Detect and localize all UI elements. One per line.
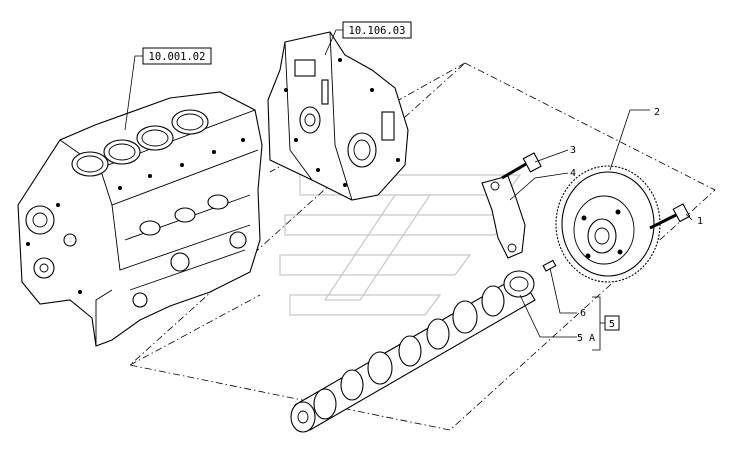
timing-cover-icon [267, 31, 409, 201]
callout-5-box[interactable]: 5 [604, 315, 620, 331]
callout-5a: 5 A [577, 333, 595, 344]
engine-block-icon [17, 91, 263, 347]
callout-3: 3 [570, 145, 576, 156]
camshaft-icon [290, 270, 536, 433]
thrust-plate-icon [481, 175, 526, 259]
ref-box-cover[interactable]: 10.106.03 [342, 21, 412, 39]
callout-5: 5 [609, 319, 615, 330]
cam-gear-icon [555, 165, 661, 283]
bolt-gear-icon [649, 203, 691, 230]
bolt-plate-icon [501, 152, 542, 180]
leader-lines [124, 29, 693, 351]
ref-cover-label: 10.106.03 [349, 25, 406, 37]
callout-1: 1 [697, 216, 703, 227]
pin-icon [542, 259, 557, 272]
ref-block-label: 10.001.02 [149, 51, 206, 63]
ref-box-block[interactable]: 10.001.02 [142, 47, 212, 65]
callout-4: 4 [570, 168, 576, 179]
callout-6: 6 [580, 308, 586, 319]
callout-2: 2 [654, 107, 660, 118]
